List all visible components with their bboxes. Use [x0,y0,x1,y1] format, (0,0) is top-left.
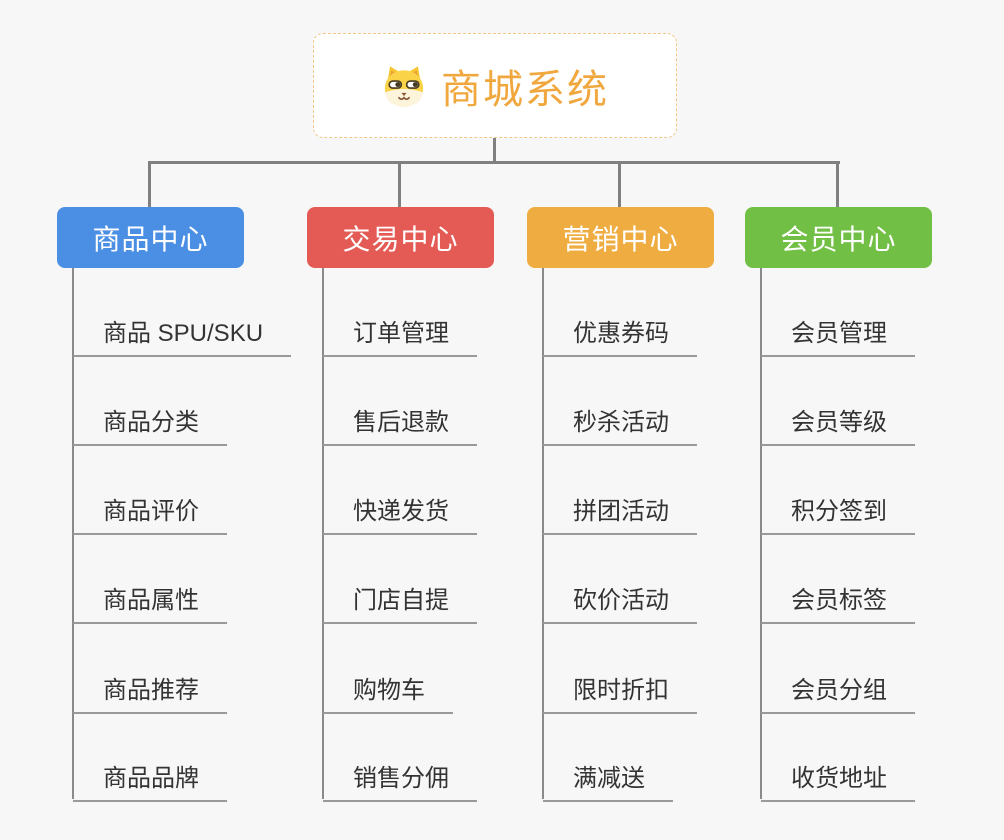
dog-face-icon [381,64,427,108]
leaf-node[interactable]: 拼团活动 [543,497,697,535]
branch-header-trade[interactable]: 交易中心 [307,207,494,268]
leaf-node[interactable]: 商品品牌 [73,764,227,802]
leaf-node[interactable]: 秒杀活动 [543,408,697,446]
leaf-node[interactable]: 优惠券码 [543,319,697,357]
leaf-node[interactable]: 订单管理 [323,319,477,357]
leaf-node[interactable]: 收货地址 [761,764,915,802]
leaf-node[interactable]: 会员等级 [761,408,915,446]
leaf-node[interactable]: 购物车 [323,676,453,714]
leaf-node[interactable]: 砍价活动 [543,586,697,624]
branch-members: 会员中心 会员管理 会员等级 积分签到 会员标签 会员分组 收货地址 [745,207,995,827]
leaf-node[interactable]: 会员标签 [761,586,915,624]
connector-stub-products [148,161,151,208]
connector-stub-members [836,161,839,208]
leaf-node[interactable]: 商品 SPU/SKU [73,319,292,357]
leaf-node[interactable]: 满减送 [543,764,673,802]
connector-stub-marketing [618,161,621,208]
branch-header-products[interactable]: 商品中心 [57,207,244,268]
connector-root-stub [493,138,496,162]
branch-header-members[interactable]: 会员中心 [745,207,932,268]
root-node[interactable]: 商城系统 [313,33,677,138]
leaf-node[interactable]: 商品评价 [73,497,227,535]
leaf-node[interactable]: 限时折扣 [543,676,697,714]
leaf-node[interactable]: 门店自提 [323,586,477,624]
branch-products: 商品中心 商品 SPU/SKU 商品分类 商品评价 商品属性 商品推荐 商品品牌 [57,207,307,827]
connector-stub-trade [398,161,401,208]
leaf-node[interactable]: 积分签到 [761,497,915,535]
leaf-node[interactable]: 会员管理 [761,319,915,357]
leaf-node[interactable]: 会员分组 [761,676,915,714]
connector-bus [148,161,840,164]
leaf-node[interactable]: 销售分佣 [323,764,477,802]
leaf-node[interactable]: 商品推荐 [73,676,227,714]
branch-header-marketing[interactable]: 营销中心 [527,207,714,268]
leaf-node[interactable]: 售后退款 [323,408,477,446]
branch-marketing: 营销中心 优惠券码 秒杀活动 拼团活动 砍价活动 限时折扣 满减送 [527,207,777,827]
root-title: 商城系统 [441,67,609,112]
leaf-node[interactable]: 商品属性 [73,586,227,624]
leaf-node[interactable]: 商品分类 [73,408,227,446]
leaf-node[interactable]: 快递发货 [323,497,477,535]
branch-trade: 交易中心 订单管理 售后退款 快递发货 门店自提 购物车 销售分佣 [307,207,557,827]
